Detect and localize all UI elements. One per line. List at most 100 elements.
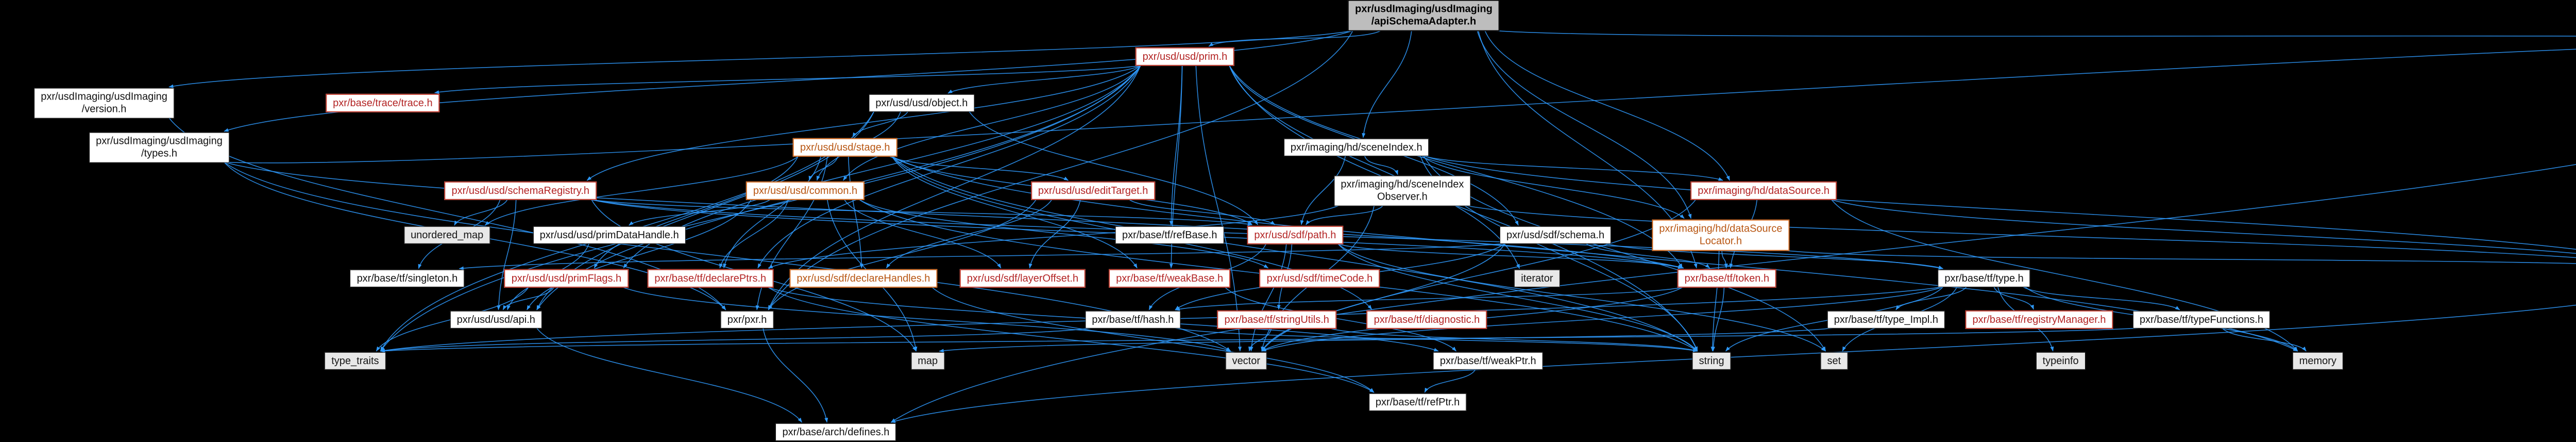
graph-node-label: iterator [1521,272,1553,284]
graph-node-refBase[interactable]: pxr/base/tf/refBase.h [1115,226,1224,244]
graph-node-dataSource[interactable]: pxr/imaging/hd/dataSource.h [1690,181,1837,201]
graph-node-primDataHandle[interactable]: pxr/usd/usd/primDataHandle.h [533,226,686,244]
include-edge-sceneIndexObserver-to-declarePtrs [768,205,1340,269]
include-edge-declareHandles-to-refPtr [931,287,1375,393]
graph-node-label: pxr/usd/usd/schemaRegistry.h [451,185,590,197]
graph-node-map[interactable]: map [911,352,945,370]
include-edge-typeImpl-to-map [939,328,1833,353]
include-edge-weakPtr-to-refPtr [1424,369,1476,393]
graph-node-typeImpl[interactable]: pxr/base/tf/type_Impl.h [1827,310,1945,329]
include-edge-main-to-uitypes [224,30,1353,132]
graph-node-object[interactable]: pxr/usd/usd/object.h [869,94,975,112]
graph-node-uiversion[interactable]: pxr/usdImaging/usdImaging /version.h [34,88,174,119]
graph-node-memory[interactable]: memory [2292,352,2343,370]
graph-node-usdApi[interactable]: pxr/usd/usd/api.h [450,310,542,329]
graph-node-label: pxr/usdImaging/usdImaging /apiSchemaAdap… [1355,3,1493,27]
graph-node-label: type_traits [331,355,379,367]
graph-node-label: map [918,355,938,367]
include-edge-main-to-prim [1208,30,1381,47]
graph-node-editTarget[interactable]: pxr/usd/usd/editTarget.h [1030,181,1156,201]
graph-node-singleton[interactable]: pxr/base/tf/singleton.h [350,269,465,288]
include-edge-main-to-dataSourceLocator [1477,30,1692,219]
graph-node-refPtr[interactable]: pxr/base/tf/refPtr.h [1368,393,1467,412]
graph-node-stringUtils[interactable]: pxr/base/tf/stringUtils.h [1217,310,1336,330]
graph-node-label: pxr/base/tf/type_Impl.h [1834,314,1939,325]
include-edge-uitypes-to-token [224,161,1683,269]
include-edge-schemaRegistry-to-unorderedMap [454,199,508,226]
graph-node-common[interactable]: pxr/usd/usd/common.h [745,181,865,201]
graph-node-iterator[interactable]: iterator [1514,269,1560,288]
graph-node-label: pxr/usd/usd/common.h [753,185,858,197]
graph-node-dataSourceLocator[interactable]: pxr/imaging/hd/dataSource Locator.h [1652,219,1790,251]
graph-node-typeTraits[interactable]: type_traits [325,352,386,370]
graph-node-token[interactable]: pxr/base/tf/token.h [1677,269,1777,288]
include-edge-sdfPath-to-string [1337,243,1698,352]
graph-node-label: string [1699,355,1724,367]
graph-node-set[interactable]: set [1820,352,1848,370]
include-edge-hash-to-typeTraits [380,328,1091,353]
graph-node-label: pxr/usd/sdf/schema.h [1506,229,1605,241]
graph-node-label: pxr/usd/usd/stage.h [800,141,890,153]
graph-node-registryManager[interactable]: pxr/base/tf/registryManager.h [1965,310,2113,330]
include-edge-uitypes-to-uiapi [224,48,2576,163]
include-edge-sceneIndex-to-dataSource [1423,155,1723,181]
include-edge-sdfPath-to-set [1337,243,1826,352]
include-edge-stage-to-editTarget [889,156,1069,181]
include-edge-declarePtrs-to-refPtr [768,287,1375,393]
graph-node-sceneIndexObserver[interactable]: pxr/imaging/hd/sceneIndex Observer.h [1334,175,1471,206]
graph-node-sdfSchema[interactable]: pxr/usd/sdf/schema.h [1499,226,1612,244]
include-edge-sceneIndex-to-hdApi [1423,155,2576,250]
graph-node-tfType[interactable]: pxr/base/tf/type.h [1938,269,2030,288]
graph-node-label: pxr/pxr.h [727,314,767,325]
graph-node-declareHandles[interactable]: pxr/usd/sdf/declareHandles.h [789,269,938,288]
graph-node-sdfPath[interactable]: pxr/usd/sdf/path.h [1247,225,1344,245]
include-edge-stringUtils-to-string [1331,328,1698,352]
graph-node-prim[interactable]: pxr/usd/usd/prim.h [1135,47,1235,67]
graph-node-declarePtrs[interactable]: pxr/base/tf/declarePtrs.h [647,269,774,288]
graph-node-typeFunctions[interactable]: pxr/base/tf/typeFunctions.h [2132,310,2270,329]
graph-node-typeinfoN[interactable]: typeinfo [2036,352,2086,370]
include-edge-hdApi-to-archDefines [890,304,2576,423]
graph-node-label: pxr/usd/usd/api.h [456,314,535,325]
graph-node-layerOffset[interactable]: pxr/usd/sdf/layerOffset.h [959,269,1086,288]
graph-node-label: pxr/usd/usd/primDataHandle.h [539,229,679,241]
graph-node-uitypes[interactable]: pxr/usdImaging/usdImaging /types.h [89,132,229,163]
graph-node-diagnostic[interactable]: pxr/base/tf/diagnostic.h [1366,310,1487,330]
graph-node-primFlags[interactable]: pxr/usd/usd/primFlags.h [504,269,629,288]
include-edge-object-to-sdfPath [969,111,1259,225]
include-edge-editTarget-to-layerOffset [1028,200,1081,269]
graph-node-stage[interactable]: pxr/usd/usd/stage.h [792,138,897,157]
graph-node-weakBase[interactable]: pxr/base/tf/weakBase.h [1109,269,1231,288]
include-edge-schemaRegistry-to-sdfPath [591,199,1252,226]
graph-node-label: pxr/usd/sdf/path.h [1254,229,1336,241]
graph-node-string[interactable]: string [1692,352,1731,370]
include-edge-sdfSchema-to-singleton [459,243,1505,270]
include-edge-main-to-dataSource [1484,30,1730,181]
graph-node-schemaRegistry[interactable]: pxr/usd/usd/schemaRegistry.h [444,181,597,201]
graph-node-label: pxr/imaging/hd/dataSource.h [1698,185,1830,197]
include-edge-prim-to-vector [1195,66,1242,352]
graph-node-sdfTimeCode[interactable]: pxr/usd/sdf/timeCode.h [1259,269,1380,288]
include-edge-common-to-declarePtrs [719,199,789,269]
graph-node-label: vector [1232,355,1261,367]
include-edge-sdfSchema-to-tfType [1605,243,1943,269]
include-edge-typeFunctions-to-typeTraits [380,328,2138,353]
include-edge-schemaRegistry-to-usdApi [497,200,517,310]
include-edge-main-to-uiversion [168,30,1353,88]
include-edge-token-to-string [1711,287,1725,352]
graph-node-label: pxr/base/tf/refBase.h [1122,229,1217,241]
include-edge-main-to-sceneIndex [1362,30,1412,138]
graph-node-hash[interactable]: pxr/base/tf/hash.h [1085,310,1181,329]
graph-node-trace[interactable]: pxr/base/trace/trace.h [326,93,440,113]
include-edge-token-to-hash [1175,287,1683,311]
graph-node-unorderedMap[interactable]: unordered_map [404,226,490,244]
graph-node-main: pxr/usdImaging/usdImaging /apiSchemaAdap… [1348,0,1500,31]
graph-node-archDefines[interactable]: pxr/base/arch/defines.h [775,423,896,441]
graph-node-weakPtr[interactable]: pxr/base/tf/weakPtr.h [1433,352,1543,370]
graph-node-vector[interactable]: vector [1225,352,1267,370]
include-edge-usdApi-to-archDefines [536,328,803,423]
include-edge-stage-to-common [808,156,839,181]
graph-node-sceneIndex[interactable]: pxr/imaging/hd/sceneIndex.h [1283,138,1429,157]
graph-node-pxrH[interactable]: pxr/pxr.h [720,310,774,329]
